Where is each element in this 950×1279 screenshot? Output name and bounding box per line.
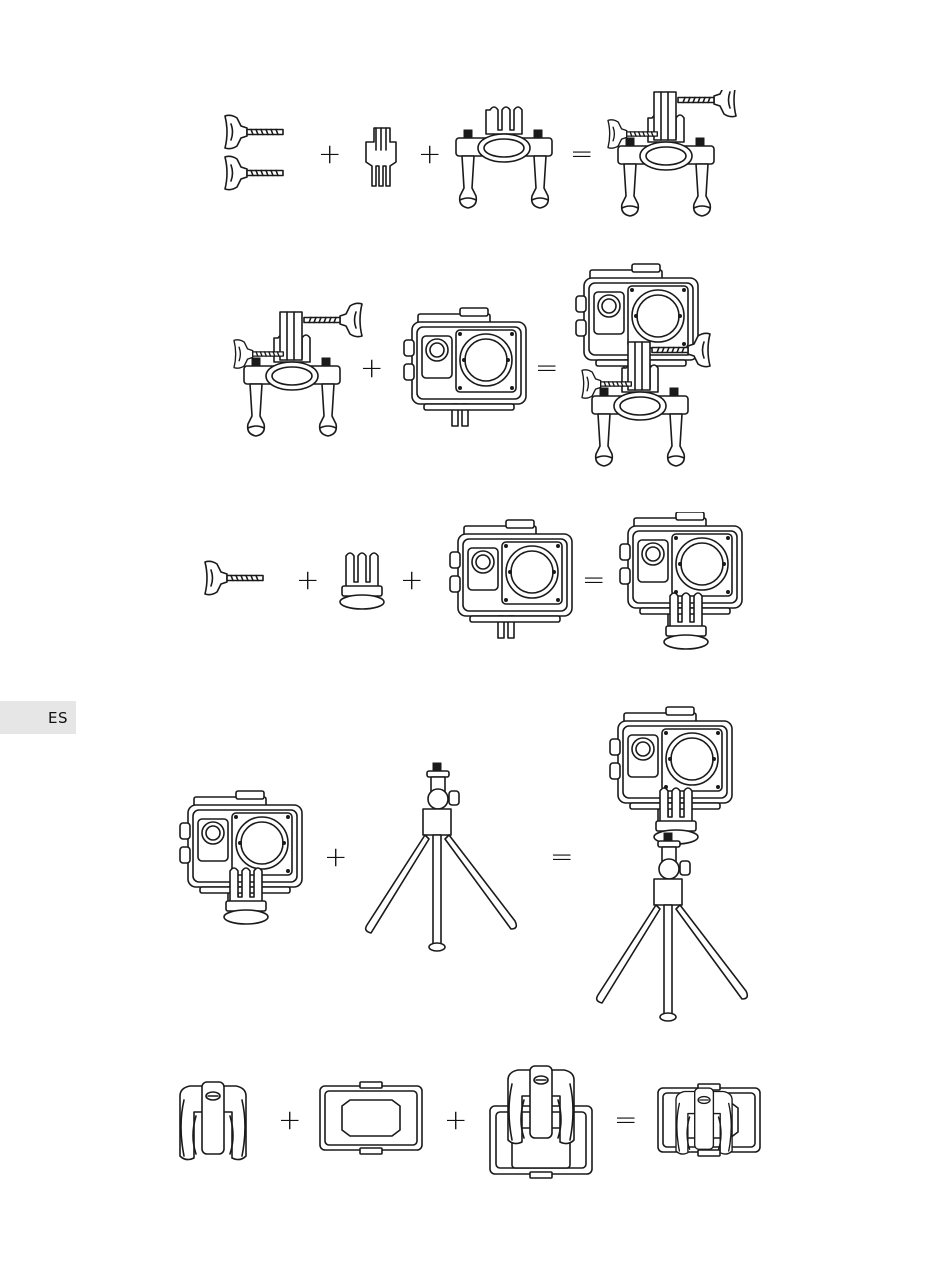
thumb-screw-icon (225, 115, 283, 189)
plus-sign: + (418, 140, 441, 168)
plus-sign: + (324, 843, 347, 871)
plus-sign: + (360, 354, 383, 382)
clip-on-plate-icon (490, 1066, 592, 1178)
tripod-icon (366, 763, 517, 951)
row-3-illustration (0, 512, 950, 654)
equals-sign: = (582, 566, 605, 594)
row-4-illustration (0, 705, 950, 1025)
row-bike-mount-assembly: + + = (0, 90, 950, 230)
assembled-bike-mount-icon (608, 90, 736, 216)
camera-on-flat-mount-icon (620, 512, 742, 649)
three-prong-connector-icon (366, 128, 396, 186)
equals-sign: = (535, 354, 558, 382)
plus-sign: + (444, 1106, 467, 1134)
row-clip-mount-assembly: + + = (0, 1058, 950, 1188)
plus-sign: + (278, 1106, 301, 1134)
camera-on-tripod-icon (597, 707, 748, 1021)
assembled-bike-mount-icon (234, 303, 362, 436)
equals-sign: = (550, 843, 573, 871)
clip-mount-icon (180, 1082, 246, 1160)
equals-sign: = (614, 1106, 637, 1134)
plus-sign: + (400, 566, 423, 594)
row-5-illustration (0, 1058, 950, 1188)
plus-sign: + (296, 566, 319, 594)
plus-sign: + (318, 140, 341, 168)
handlebar-clamp-icon (456, 107, 552, 208)
base-plate-icon (320, 1082, 422, 1154)
row-camera-on-flat-mount: + + = (0, 512, 950, 654)
thumb-screw-icon (205, 561, 263, 594)
camera-on-flat-mount-icon (180, 791, 302, 924)
equals-sign: = (570, 140, 593, 168)
row-2-illustration (0, 262, 950, 472)
camera-housing-icon (404, 308, 526, 426)
flat-mount-icon (340, 553, 384, 609)
assembled-clip-mount-icon (658, 1084, 760, 1156)
camera-on-bike-mount-icon (576, 264, 710, 466)
row-camera-on-tripod: + = (0, 705, 950, 1025)
camera-housing-icon (450, 520, 572, 638)
row-1-illustration (0, 90, 950, 230)
row-camera-on-bike-mount: + = (0, 262, 950, 472)
